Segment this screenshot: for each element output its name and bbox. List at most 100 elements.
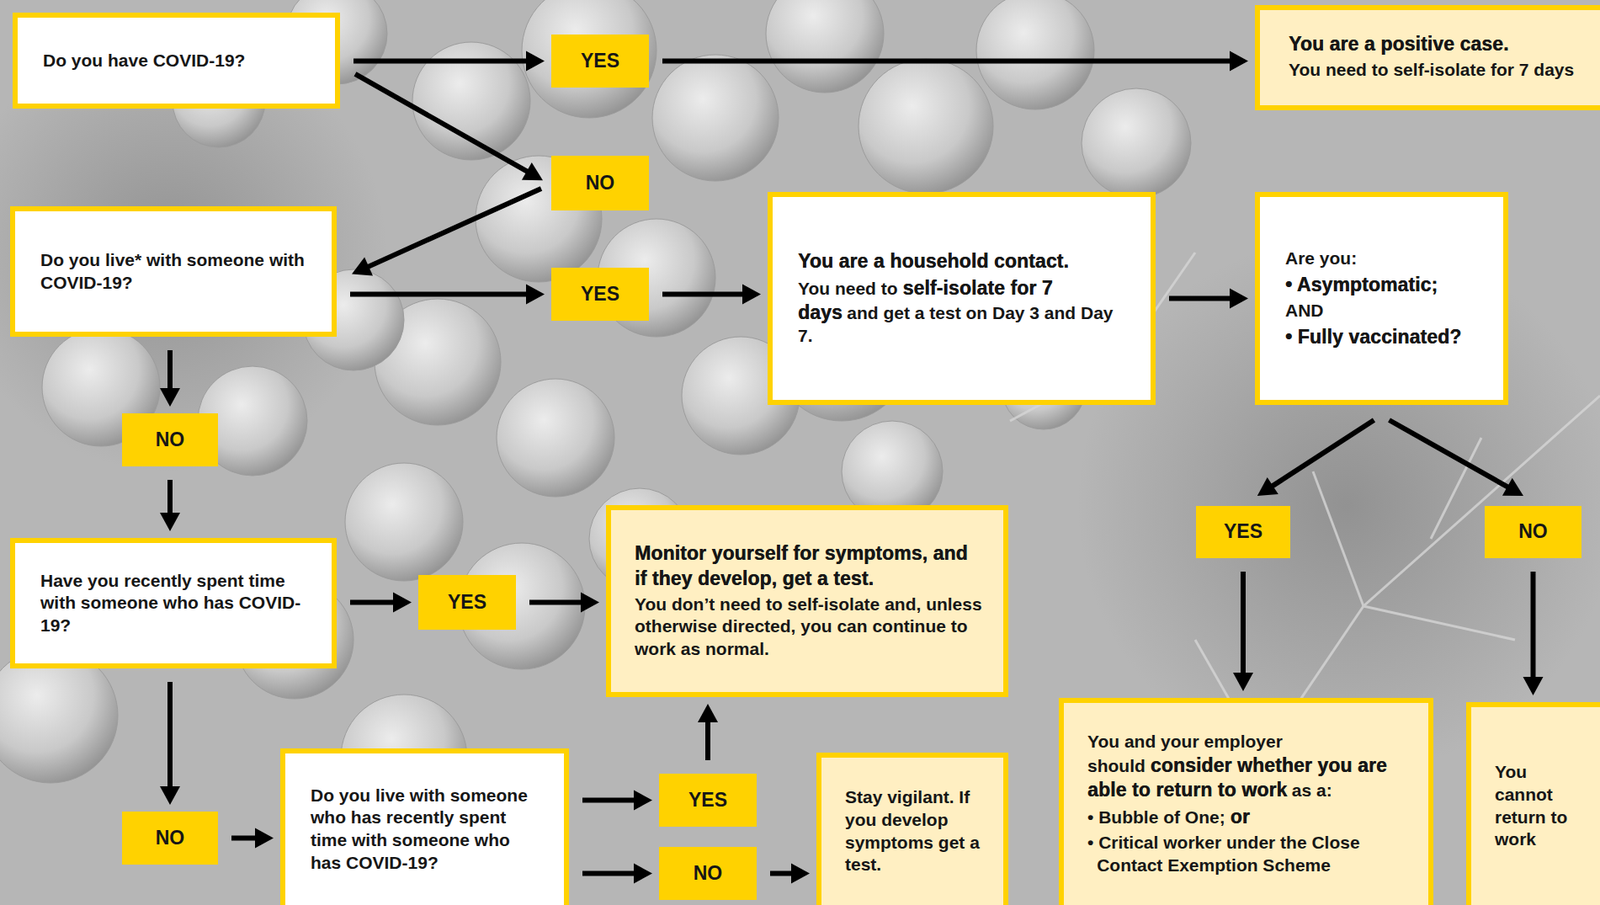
arrow-head bbox=[580, 592, 600, 613]
box-text: Do you live* with someone with COVID-19? bbox=[40, 249, 305, 293]
outcome-box: Stay vigilant. If you develop symptoms g… bbox=[816, 752, 1009, 905]
answer-label: YES bbox=[688, 788, 728, 811]
arrow-line bbox=[529, 600, 583, 606]
box-text: • Critical worker under the Close Contac… bbox=[1087, 832, 1361, 875]
arrow-head bbox=[1233, 672, 1254, 692]
box-text: and get a test on Day 3 and Day 7. bbox=[797, 302, 1114, 346]
text-line: • Critical worker under the Close Contac… bbox=[1087, 831, 1410, 877]
flow-arrow bbox=[231, 828, 274, 849]
arrow-head bbox=[1229, 288, 1249, 309]
outcome-box: You cannot return to work bbox=[1466, 701, 1600, 905]
flow-arrow bbox=[350, 284, 545, 305]
text-line: You need to self-isolate for 7 days bbox=[1288, 58, 1582, 82]
arrow-head bbox=[1502, 478, 1524, 496]
flow-arrow bbox=[1523, 571, 1544, 696]
answer-box: NO bbox=[122, 413, 218, 467]
arrow-line bbox=[1530, 571, 1537, 679]
arrow-head bbox=[1229, 51, 1249, 72]
flow-arrow bbox=[662, 51, 1249, 72]
box-text: Stay vigilant. If you develop symptoms g… bbox=[845, 786, 980, 874]
question-box: Are you: • Asymptomatic; AND• Fully vaccin… bbox=[1254, 191, 1509, 405]
answer-box: NO bbox=[551, 155, 649, 211]
answer-label: NO bbox=[1518, 520, 1548, 543]
answer-box: YES bbox=[418, 574, 516, 630]
flow-arrow bbox=[159, 350, 181, 407]
question-box: You are a household contact. You need tos… bbox=[767, 191, 1156, 405]
text-line: NO bbox=[693, 861, 723, 886]
arrow-line bbox=[705, 720, 711, 761]
question-box: Do you live with someone who has recentl… bbox=[280, 748, 569, 905]
arrow-head bbox=[159, 388, 181, 407]
text-line: Are you: bbox=[1285, 247, 1480, 271]
box-text: • Fully vaccinated? bbox=[1285, 325, 1462, 348]
arrow-line bbox=[582, 797, 636, 803]
answer-label: NO bbox=[155, 428, 186, 451]
text-line: • Fully vaccinated? bbox=[1285, 324, 1480, 350]
answer-label: YES bbox=[580, 49, 620, 72]
arrow-head bbox=[159, 512, 181, 532]
flow-arrow bbox=[770, 863, 810, 884]
arrow-head bbox=[526, 284, 545, 305]
arrow-line bbox=[350, 600, 395, 606]
answer-box: YES bbox=[551, 267, 649, 321]
question-box: Do you have COVID-19? bbox=[12, 12, 341, 109]
flow-arrow bbox=[582, 863, 653, 884]
box-text: You don’t need to self-isolate and, unle… bbox=[634, 594, 983, 659]
box-text: You need to self-isolate for 7 days bbox=[1288, 59, 1574, 80]
text-line: You cannot return to work bbox=[1494, 760, 1582, 851]
box-text: You are a household contact. bbox=[797, 249, 1069, 272]
arrow-line bbox=[167, 479, 173, 515]
box-text: Do you have COVID-19? bbox=[42, 50, 245, 70]
flow-arrow bbox=[159, 479, 181, 532]
box-text: • Bubble of One; bbox=[1087, 807, 1226, 827]
arrow-head bbox=[159, 786, 181, 805]
text-line: NO bbox=[155, 427, 186, 452]
answer-label: NO bbox=[585, 171, 616, 194]
flow-arrow bbox=[1257, 419, 1375, 496]
arrow-head bbox=[521, 162, 543, 181]
box-text: Are you: bbox=[1285, 248, 1357, 268]
text-line: AND bbox=[1285, 299, 1480, 323]
text-line: YES bbox=[580, 48, 620, 74]
arrow-line bbox=[353, 58, 528, 64]
box-text: Have you recently spent time with someon… bbox=[40, 570, 301, 635]
flow-arrow bbox=[350, 592, 412, 613]
arrow-head bbox=[633, 790, 653, 811]
question-box: Do you live* with someone with COVID-19? bbox=[10, 206, 337, 337]
answer-label: NO bbox=[693, 861, 723, 884]
arrow-head bbox=[697, 703, 718, 723]
text-line: • Asymptomatic; bbox=[1285, 272, 1480, 298]
answer-box: NO bbox=[122, 811, 218, 865]
outcome-box: You and your employer shouldconsider whe… bbox=[1058, 697, 1434, 905]
text-line: YES bbox=[447, 590, 487, 615]
text-line: Do you have COVID-19? bbox=[42, 49, 312, 73]
answer-label: YES bbox=[1223, 520, 1263, 543]
arrow-head bbox=[633, 863, 653, 884]
flow-arrow bbox=[353, 51, 545, 72]
flow-arrow bbox=[159, 681, 181, 805]
flow-arrow bbox=[1389, 419, 1524, 496]
text-line: You are a household contact. bbox=[797, 249, 1127, 274]
text-line: NO bbox=[155, 825, 186, 851]
arrow-line bbox=[355, 74, 529, 172]
flow-arrow bbox=[351, 188, 542, 276]
arrow-line bbox=[770, 871, 793, 877]
box-text: • Asymptomatic; bbox=[1285, 273, 1438, 296]
answer-box: YES bbox=[659, 773, 757, 827]
text-line: Stay vigilant. If you develop symptoms g… bbox=[845, 786, 985, 877]
arrow-line bbox=[167, 350, 173, 390]
arrow-line bbox=[662, 292, 745, 298]
text-line: You need toself-isolate for 7 daysand ge… bbox=[797, 276, 1127, 348]
text-line: YES bbox=[1223, 519, 1263, 544]
text-line: Have you recently spent time with someon… bbox=[40, 569, 309, 638]
arrow-head bbox=[351, 257, 373, 277]
box-text: or bbox=[1230, 805, 1250, 828]
arrow-head bbox=[393, 592, 412, 613]
box-text: You need to bbox=[797, 278, 899, 298]
text-line: You are a positive case. bbox=[1288, 31, 1582, 57]
arrow-line bbox=[1271, 419, 1375, 487]
box-text: as a: bbox=[1291, 780, 1333, 800]
text-line: YES bbox=[580, 281, 620, 307]
arrow-line bbox=[1169, 296, 1232, 302]
answer-label: NO bbox=[155, 826, 186, 849]
